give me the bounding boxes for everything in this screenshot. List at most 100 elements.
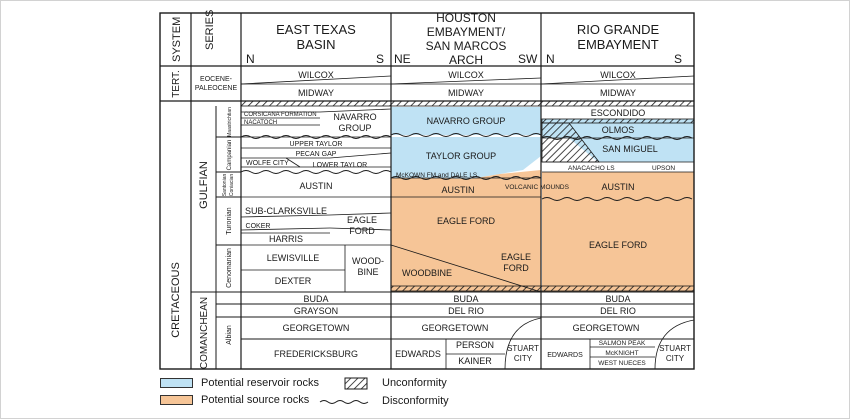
unit-upson: UPSON xyxy=(652,165,675,172)
unit-taylor-group: TAYLOR GROUP xyxy=(426,151,496,161)
unit-del-rio-rg: DEL RIO xyxy=(600,306,636,316)
unit-lewisville: LEWISVILLE xyxy=(267,253,320,263)
unit-sub-clarksville: SUB-CLARKSVILLE xyxy=(245,206,327,216)
unit-escondido: ESCONDIDO xyxy=(591,108,646,118)
unit-upper-taylor: UPPER TAYLOR xyxy=(290,141,343,148)
rio-grande-south: S xyxy=(674,52,682,66)
unit-corsicana: CORSICANA FORMATION xyxy=(244,112,317,118)
unit-buda-et: BUDA xyxy=(303,294,328,304)
series-gulfian: GULFIAN xyxy=(198,161,210,209)
unit-coker: COKER xyxy=(246,223,271,230)
unit-nacatoch: NACATOCH xyxy=(244,120,277,126)
legend-source: Potential source rocks xyxy=(160,394,309,406)
unit-georgetown-ho: GEORGETOWN xyxy=(422,323,489,333)
unit-buda-ho: BUDA xyxy=(453,294,478,304)
unit-woodbine-et-1: WOOD- xyxy=(352,256,384,266)
series-comanchean: COMANCHEAN xyxy=(199,297,210,369)
stage-albian: Albian xyxy=(226,325,233,345)
unit-olmos: OLMOS xyxy=(602,125,635,135)
unit-stuart-ho-2: CITY xyxy=(514,354,533,363)
unit-navarro-2: GROUP xyxy=(338,123,371,133)
unit-edwards-rg: EDWARDS xyxy=(547,352,583,359)
unit-wilcox-et: WILCOX xyxy=(298,70,334,80)
east-texas-title-1: EAST TEXAS xyxy=(276,22,356,37)
unit-eagle-ho: EAGLE xyxy=(501,252,531,262)
system-tertiary: TERT. xyxy=(171,70,182,98)
legend-reservoir: Potential reservoir rocks xyxy=(160,377,319,389)
source-swatch xyxy=(160,395,193,405)
stage-santonian: Santonian xyxy=(222,174,228,197)
series-header: SERIES xyxy=(204,10,216,50)
east-texas-lines xyxy=(240,111,391,292)
unit-austin-et: AUSTIN xyxy=(299,181,332,191)
east-texas-units: WILCOX MIDWAY CORSICANA FORMATION NACATO… xyxy=(244,70,384,359)
unit-volcanic-mounds: VOLCANIC MOUNDS xyxy=(505,184,570,191)
unit-salmon-peak: SALMON PEAK xyxy=(599,340,646,347)
unit-west-nueces: WEST NUECES xyxy=(598,360,646,367)
unit-midway-ho: MIDWAY xyxy=(448,88,484,98)
east-texas-south: S xyxy=(376,52,384,66)
legend-reservoir-label: Potential reservoir rocks xyxy=(201,377,319,389)
houston-lines xyxy=(390,177,542,370)
unit-eagle-et-2: FORD xyxy=(349,226,375,236)
unit-midway-rg: MIDWAY xyxy=(600,88,636,98)
unit-lower-taylor: LOWER TAYLOR xyxy=(313,162,367,169)
legend-unconformity: Unconformity xyxy=(382,377,447,389)
unit-stuart-ho-1: STUART xyxy=(507,344,539,353)
unit-eagle-ford-rg: EAGLE FORD xyxy=(589,240,648,250)
unit-pecan-gap: PECAN GAP xyxy=(296,151,337,158)
houston-units: WILCOX MIDWAY NAVARRO GROUP TAYLOR GROUP… xyxy=(395,70,569,366)
legend-source-label: Potential source rocks xyxy=(201,394,310,406)
unit-georgetown-et: GEORGETOWN xyxy=(283,323,350,333)
system-cretaceous: CRETACEOUS xyxy=(170,262,182,338)
unit-ford-ho: FORD xyxy=(503,263,529,273)
unit-eagle-et-1: EAGLE xyxy=(347,215,377,225)
houston-title-2: EMBAYMENT/ xyxy=(427,25,506,39)
unit-eagle-ford-ho: EAGLE FORD xyxy=(437,216,496,226)
unit-stuart-rg-1: STUART xyxy=(659,344,691,353)
unit-navarro-1: NAVARRO xyxy=(333,112,376,122)
unit-grayson: GRAYSON xyxy=(294,306,338,316)
source-fills xyxy=(391,170,694,292)
legend-unconformity-label: Unconformity xyxy=(382,377,447,389)
rio-grande-title-1: RIO GRANDE xyxy=(577,22,660,37)
series-eocene-1: EOCENE- xyxy=(200,76,233,83)
unit-austin-ho: AUSTIN xyxy=(441,185,474,195)
unit-wilcox-rg: WILCOX xyxy=(600,70,636,80)
unit-person: PERSON xyxy=(456,340,494,350)
houston-title-4: ARCH xyxy=(449,53,483,67)
stage-coniacian: Coniacian xyxy=(229,174,235,196)
houston-northeast: NE xyxy=(394,52,411,66)
houston-southwest: SW xyxy=(518,52,538,66)
stage-campanian: Campanian xyxy=(227,140,233,171)
unit-edwards-ho: EDWARDS xyxy=(395,349,441,359)
grid-lines xyxy=(159,12,695,370)
unit-woodbine-ho: WOODBINE xyxy=(402,268,452,278)
stage-cenomanian: Cenomanian xyxy=(226,248,233,288)
legend-graphics xyxy=(319,377,369,404)
reservoir-fills xyxy=(391,107,694,179)
unit-san-miguel: SAN MIGUEL xyxy=(602,144,658,154)
unit-kainer: KAINER xyxy=(458,356,492,366)
rio-grande-north: N xyxy=(546,52,555,66)
east-texas-north: N xyxy=(246,52,255,66)
header: SYSTEM SERIES EAST TEXAS BASIN N S HOUST… xyxy=(171,10,682,67)
houston-title-3: SAN MARCOS xyxy=(426,39,507,53)
system-header: SYSTEM xyxy=(171,17,183,62)
legend-disconformity-label: Disconformity xyxy=(382,395,449,407)
east-texas-title-2: BASIN xyxy=(296,37,335,52)
unit-del-rio-ho: DEL RIO xyxy=(448,306,484,316)
time-columns: TERT. CRETACEOUS EOCENE- PALEOCENE GULFI… xyxy=(170,70,237,369)
houston-title-1: HOUSTON xyxy=(436,11,496,25)
unit-austin-rg: AUSTIN xyxy=(601,182,634,192)
diagonal-contacts xyxy=(240,75,695,231)
unit-stuart-rg-2: CITY xyxy=(666,354,685,363)
unit-anacacho: ANACACHO LS xyxy=(568,165,615,172)
unit-mcknight: McKNIGHT xyxy=(605,350,638,357)
unit-woodbine-et-2: BINE xyxy=(357,267,378,277)
stage-turonian: Turonian xyxy=(226,207,233,234)
unit-fredericksburg: FREDERICKSBURG xyxy=(274,349,358,359)
rio-grande-units: WILCOX MIDWAY ESCONDIDO OLMOS SAN MIGUEL… xyxy=(547,70,691,367)
unit-buda-rg: BUDA xyxy=(605,294,630,304)
